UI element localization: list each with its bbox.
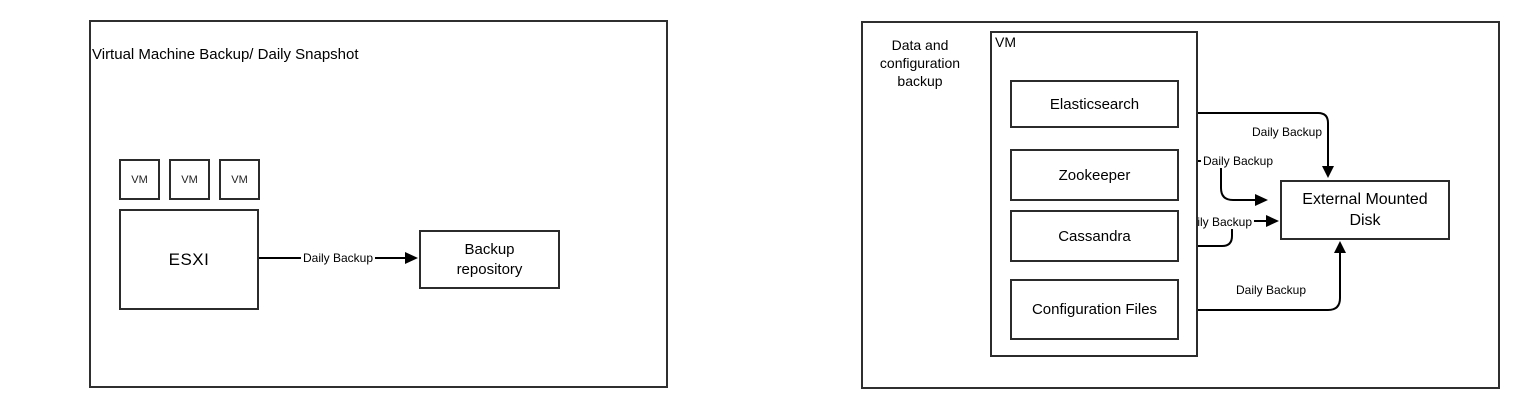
arrowhead-esxi-to-repository	[405, 252, 418, 264]
elasticsearch-node: Elasticsearch	[1010, 80, 1179, 128]
configuration-files-label: Configuration Files	[1031, 301, 1158, 318]
esxi-node: ESXI	[119, 209, 259, 310]
arrow-cassandra-to-disk	[1179, 220, 1266, 247]
external-mounted-disk-label: External Mounted Disk	[1302, 191, 1428, 229]
zookeeper-label: Zookeeper	[1058, 166, 1131, 184]
left-diagram-frame	[89, 20, 668, 388]
arrow-label-zookeeper-daily-backup: Daily Backup	[1200, 154, 1276, 168]
arrow-label-cassandra-daily-backup: Daily Backup	[1179, 215, 1255, 229]
arrow-label-config-daily-backup: Daily Backup	[1233, 283, 1309, 297]
arrow-elasticsearch-to-disk	[1179, 112, 1329, 166]
arrowhead-elasticsearch-to-disk	[1322, 166, 1334, 178]
vm-node-label: VM	[131, 173, 148, 186]
arrow-label-elasticsearch-daily-backup: Daily Backup	[1249, 125, 1325, 139]
arrowhead-config-to-disk	[1334, 241, 1346, 253]
vm-node: VM	[119, 159, 160, 200]
cassandra-label: Cassandra	[1058, 227, 1131, 245]
vm-container-label: VM	[995, 34, 1016, 50]
arrow-config-to-disk	[1179, 253, 1341, 311]
left-diagram-title: Virtual Machine Backup/ Daily Snapshot	[92, 46, 359, 63]
configuration-files-node: Configuration Files	[1010, 279, 1179, 340]
cassandra-node: Cassandra	[1010, 210, 1179, 262]
vm-node: VM	[219, 159, 260, 200]
elasticsearch-label: Elasticsearch	[1049, 95, 1140, 113]
arrowhead-zookeeper-to-disk	[1255, 194, 1268, 206]
arrow-label-esxi-daily-backup: Daily Backup	[300, 251, 376, 265]
backup-repository-label: Backup repository	[456, 240, 523, 278]
right-diagram-title: Data and configuration backup	[879, 37, 961, 89]
right-diagram-frame	[861, 21, 1500, 389]
vm-node-label: VM	[181, 173, 198, 186]
vm-node: VM	[169, 159, 210, 200]
backup-repository-node: Backup repository	[419, 230, 560, 289]
arrowhead-cassandra-to-disk	[1266, 215, 1279, 227]
vm-node-label: VM	[231, 173, 248, 186]
esxi-node-label: ESXI	[168, 249, 210, 269]
external-mounted-disk-node: External Mounted Disk	[1280, 180, 1450, 240]
zookeeper-node: Zookeeper	[1010, 149, 1179, 201]
